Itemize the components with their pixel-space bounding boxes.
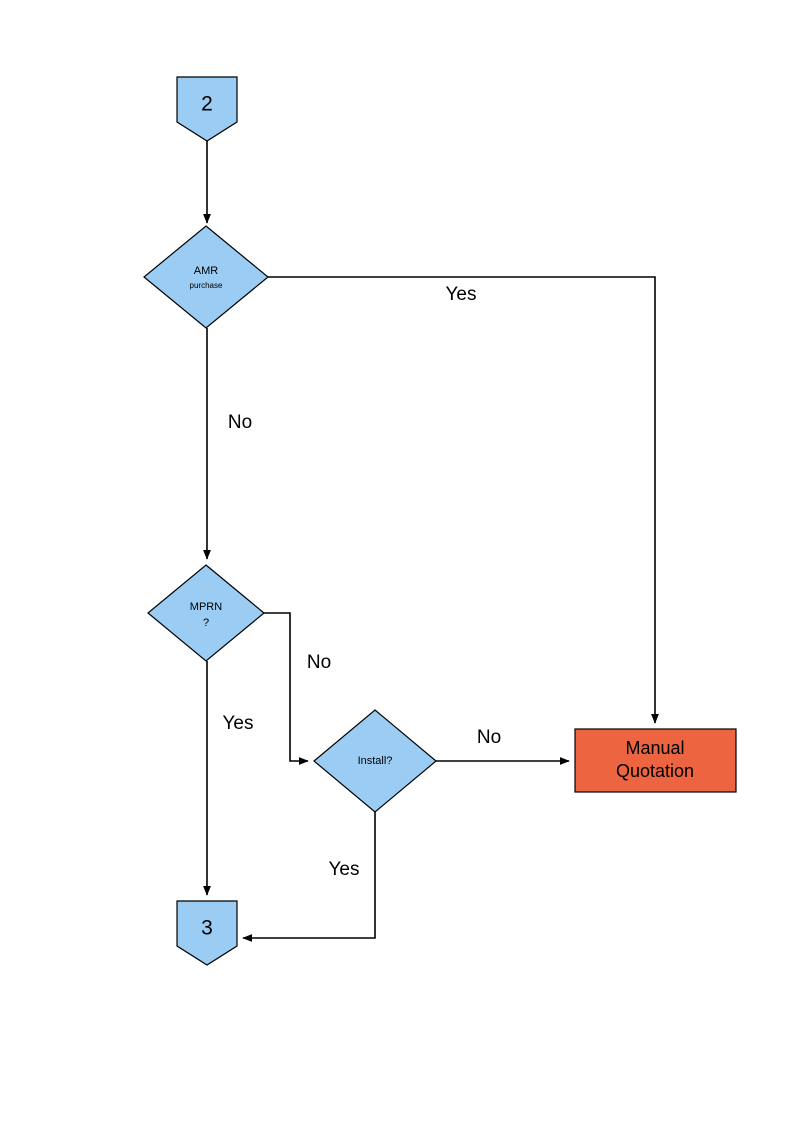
- edge-install-yes-to-end3: [242, 812, 376, 942]
- node-amr-purchase-label-line2: purchase: [190, 281, 223, 290]
- pentagon-shape-3: [176, 900, 238, 966]
- node-mprn-label-line2: ?: [203, 617, 209, 629]
- node-manual-quotation-label-line1: Manual: [625, 738, 684, 758]
- node-start-2-label: 2: [201, 93, 213, 116]
- edge-label-mprn-yes: Yes: [223, 713, 254, 734]
- diamond-shape-install: [313, 709, 437, 813]
- node-install-label: Install?: [358, 755, 393, 767]
- node-manual-quotation[interactable]: Manual Quotation: [574, 728, 737, 793]
- edge-amr-yes-to-manual-quotation: [268, 276, 659, 724]
- node-mprn-label-line1: MPRN: [190, 601, 222, 613]
- diamond-shape-amr: [143, 225, 269, 329]
- node-start-2[interactable]: 2: [176, 76, 238, 142]
- node-end-3[interactable]: 3: [176, 900, 238, 966]
- edge-label-amr-yes: Yes: [446, 284, 477, 305]
- node-install[interactable]: Install?: [313, 709, 437, 813]
- node-amr-purchase[interactable]: AMR purchase: [143, 225, 269, 329]
- edge-label-install-no: No: [477, 727, 501, 748]
- node-manual-quotation-label-line2: Quotation: [616, 761, 694, 781]
- node-end-3-label: 3: [201, 917, 213, 940]
- edge-mprn-no-to-install: [264, 612, 309, 765]
- diamond-shape-mprn: [147, 564, 265, 662]
- edge-label-install-yes: Yes: [329, 859, 360, 880]
- rectangle-shape-manual-quotation: [574, 728, 737, 793]
- edge-label-amr-no: No: [228, 412, 252, 433]
- edge-label-mprn-no: No: [307, 652, 331, 673]
- pentagon-shape-2: [176, 76, 238, 142]
- node-mprn[interactable]: MPRN ?: [147, 564, 265, 662]
- node-amr-purchase-label-line1: AMR: [194, 265, 219, 277]
